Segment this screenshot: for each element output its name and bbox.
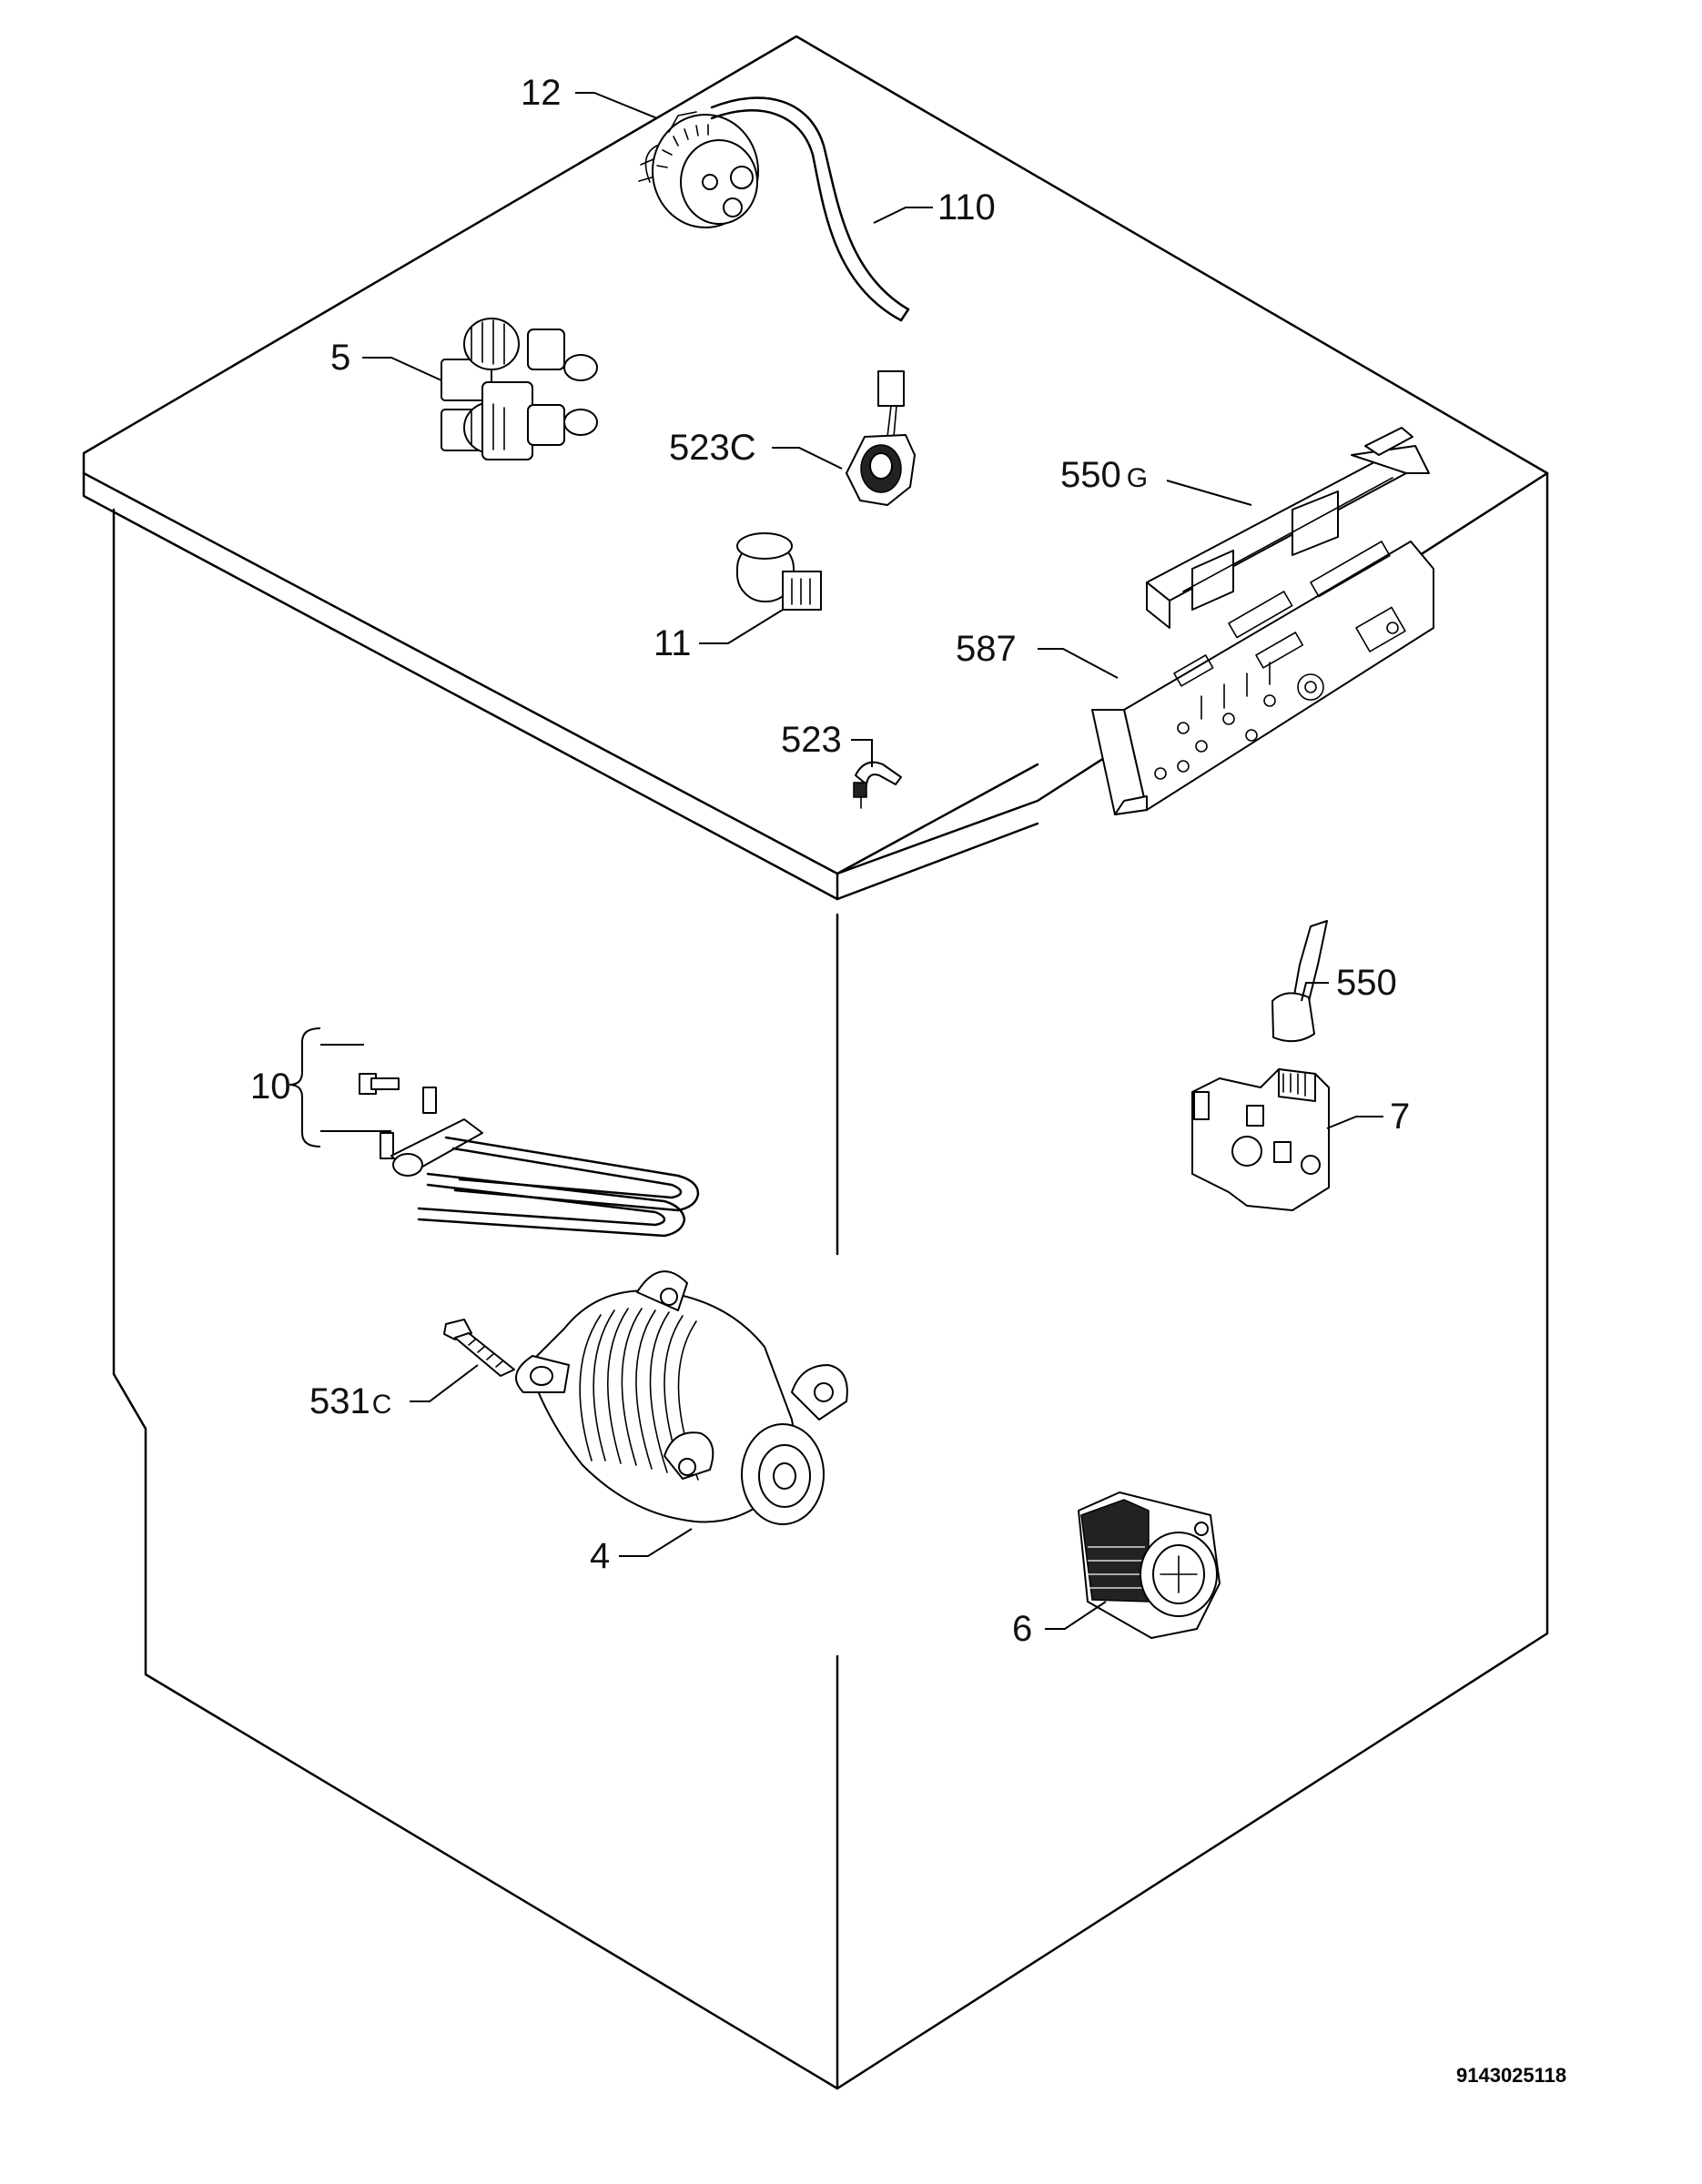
callout-110: 110 bbox=[937, 187, 996, 228]
callout-550g-suffix: G bbox=[1127, 463, 1148, 493]
callout-10: 10 bbox=[250, 1067, 291, 1107]
callout-11: 11 bbox=[653, 623, 692, 663]
callout-531c-number: 531 bbox=[309, 1381, 370, 1421]
bracket-550g-part bbox=[1146, 427, 1430, 629]
pressure-hose-part bbox=[710, 96, 910, 322]
callout-550g-number: 550 bbox=[1060, 455, 1121, 495]
cabinet-outline bbox=[82, 35, 1549, 2090]
callout-531c: 531C bbox=[309, 1381, 391, 1421]
door-interlock-part bbox=[1078, 1491, 1221, 1639]
inlet-valve-part bbox=[441, 318, 598, 460]
callout-587: 587 bbox=[956, 629, 1017, 669]
callout-6: 6 bbox=[1012, 1609, 1032, 1649]
callout-7: 7 bbox=[1390, 1097, 1410, 1137]
callout-523c-suffix: C bbox=[730, 428, 756, 468]
callout-523c: 523C bbox=[669, 428, 756, 468]
callout-4: 4 bbox=[590, 1536, 610, 1576]
motor-part bbox=[515, 1270, 848, 1525]
callout-12: 12 bbox=[521, 73, 562, 113]
knob-shaft-part bbox=[1271, 920, 1328, 1043]
clip-523-part bbox=[853, 761, 902, 809]
sensor-523c-part bbox=[846, 370, 916, 506]
leader-lines bbox=[289, 92, 1383, 1630]
callout-5: 5 bbox=[330, 338, 350, 378]
callout-550: 550 bbox=[1336, 963, 1397, 1003]
heating-element-part bbox=[359, 1073, 700, 1238]
selector-switch-part bbox=[1191, 1068, 1330, 1211]
pressure-switch-part bbox=[638, 111, 759, 228]
capacitor-part bbox=[736, 532, 822, 611]
callout-523: 523 bbox=[781, 720, 842, 760]
callout-531c-suffix: C bbox=[372, 1390, 392, 1420]
document-number: 9143025118 bbox=[1456, 2064, 1566, 2087]
electronic-board-part bbox=[1091, 541, 1434, 815]
callout-523c-number: 523 bbox=[669, 428, 730, 468]
motor-screw-part bbox=[443, 1319, 515, 1377]
